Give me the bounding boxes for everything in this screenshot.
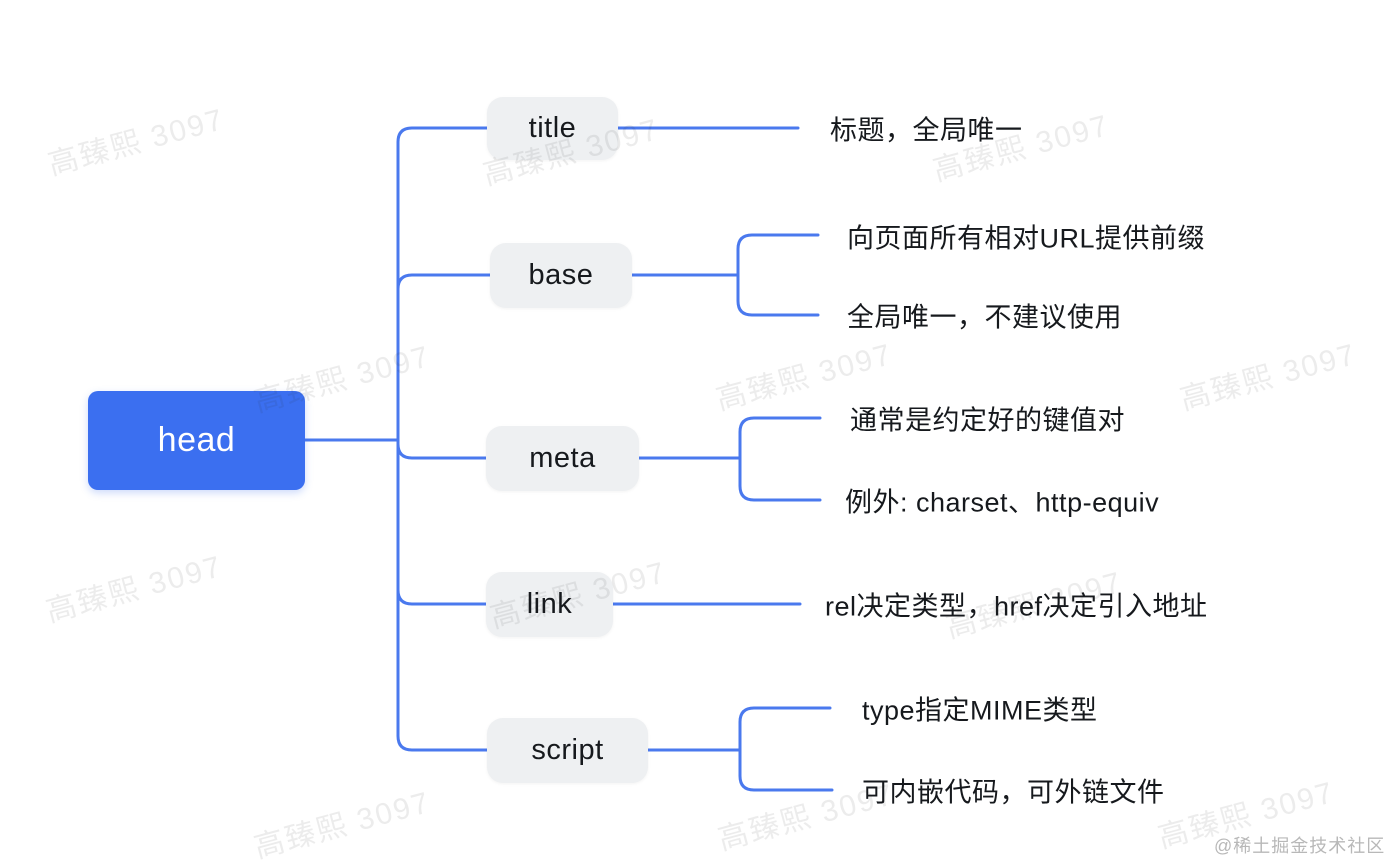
connector-base-bracket — [630, 233, 820, 317]
connector-fork-meta — [396, 442, 488, 460]
note-base-url-prefix[interactable]: 向页面所有相对URL提供前缀 — [847, 223, 1206, 254]
node-link[interactable]: link — [486, 572, 613, 637]
note-script-inline-external[interactable]: 可内嵌代码，可外链文件 — [862, 777, 1165, 808]
node-base[interactable]: base — [490, 243, 632, 308]
connector-script-bracket — [646, 706, 834, 792]
connector-fork-link — [396, 588, 488, 606]
node-head[interactable]: head — [88, 391, 305, 490]
note-script-mime[interactable]: type指定MIME类型 — [862, 695, 1098, 726]
connector-fork-base — [396, 273, 492, 291]
credit-watermark: @稀土掘金技术社区 — [1214, 836, 1384, 856]
note-meta-exceptions[interactable]: 例外: charset、http-equiv — [845, 487, 1160, 518]
node-script[interactable]: script — [487, 718, 648, 783]
note-title-unique[interactable]: 标题，全局唯一 — [830, 115, 1023, 146]
connector-meta-bracket — [637, 416, 822, 502]
node-title[interactable]: title — [487, 97, 618, 160]
note-link-rel-href[interactable]: rel决定类型，href决定引入地址 — [825, 591, 1208, 622]
node-meta[interactable]: meta — [486, 426, 639, 491]
note-base-not-recommended[interactable]: 全局唯一，不建议使用 — [847, 302, 1122, 333]
connector-spine — [396, 126, 489, 752]
note-meta-keyvalue[interactable]: 通常是约定好的键值对 — [850, 405, 1125, 436]
